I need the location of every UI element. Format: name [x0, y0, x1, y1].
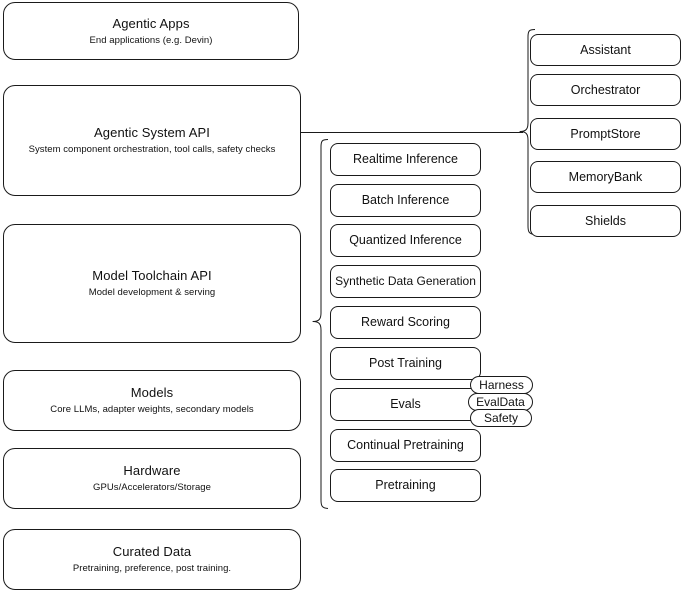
component-label: Reward Scoring: [361, 315, 450, 329]
brace-model-toolchain-components: [312, 139, 329, 509]
component-shields[interactable]: Shields: [530, 205, 681, 237]
connector-system-api-to-components: [300, 132, 523, 133]
component-post-training[interactable]: Post Training: [330, 347, 481, 380]
component-label: Synthetic Data Generation: [335, 274, 476, 288]
component-label: Evals: [390, 397, 421, 411]
component-batch-inference[interactable]: Batch Inference: [330, 184, 481, 217]
component-reward-scoring[interactable]: Reward Scoring: [330, 306, 481, 339]
layer-title: Hardware: [123, 463, 181, 478]
layer-subtitle: Core LLMs, adapter weights, secondary mo…: [50, 404, 254, 415]
component-promptstore[interactable]: PromptStore: [530, 118, 681, 150]
component-label: Post Training: [369, 356, 442, 370]
component-quantized-inference[interactable]: Quantized Inference: [330, 224, 481, 257]
layer-agentic-apps[interactable]: Agentic Apps End applications (e.g. Devi…: [3, 2, 299, 60]
eval-pill-safety[interactable]: Safety: [470, 409, 532, 427]
component-label: Orchestrator: [570, 82, 641, 97]
component-orchestrator[interactable]: Orchestrator: [530, 74, 681, 106]
layer-title: Agentic System API: [94, 125, 210, 140]
component-assistant[interactable]: Assistant: [530, 34, 681, 66]
layer-title: Curated Data: [112, 544, 192, 559]
brace-agentic-system-components: [519, 29, 536, 235]
layer-subtitle: Model development & serving: [88, 287, 216, 298]
component-label: Batch Inference: [361, 193, 450, 207]
component-label: Realtime Inference: [353, 152, 458, 166]
component-label: MemoryBank: [568, 169, 643, 184]
component-continual-pretraining[interactable]: Continual Pretraining: [330, 429, 481, 462]
eval-pill-harness[interactable]: Harness: [470, 376, 533, 394]
component-realtime-inference[interactable]: Realtime Inference: [330, 143, 481, 176]
eval-pill-label: EvalData: [476, 395, 525, 409]
layer-agentic-system-api[interactable]: Agentic System API System component orch…: [3, 85, 301, 196]
component-label: Shields: [585, 213, 626, 228]
component-label: Pretraining: [375, 478, 436, 492]
layer-model-toolchain-api[interactable]: Model Toolchain API Model development & …: [3, 224, 301, 343]
component-evals[interactable]: Evals: [330, 388, 481, 421]
layer-subtitle: Pretraining, preference, post training.: [72, 563, 232, 574]
layer-subtitle: System component orchestration, tool cal…: [28, 144, 276, 155]
component-pretraining[interactable]: Pretraining: [330, 469, 481, 502]
component-memorybank[interactable]: MemoryBank: [530, 161, 681, 193]
layer-models[interactable]: Models Core LLMs, adapter weights, secon…: [3, 370, 301, 431]
layer-subtitle: End applications (e.g. Devin): [89, 34, 213, 46]
eval-pill-label: Safety: [483, 411, 519, 425]
layer-title: Models: [130, 385, 174, 400]
layer-title: Model Toolchain API: [92, 268, 212, 283]
component-label: Continual Pretraining: [347, 438, 464, 452]
eval-pill-evaldata[interactable]: EvalData: [468, 393, 533, 411]
layer-subtitle: GPUs/Accelerators/Storage: [93, 482, 211, 493]
component-label: Assistant: [580, 42, 631, 57]
layer-curated-data[interactable]: Curated Data Pretraining, preference, po…: [3, 529, 301, 590]
component-synthetic-data-generation[interactable]: Synthetic Data Generation: [330, 265, 481, 298]
component-label: Quantized Inference: [349, 233, 462, 247]
layer-hardware[interactable]: Hardware GPUs/Accelerators/Storage: [3, 448, 301, 509]
layer-title: Agentic Apps: [112, 15, 190, 31]
component-label: PromptStore: [570, 126, 641, 141]
eval-pill-label: Harness: [479, 378, 524, 392]
